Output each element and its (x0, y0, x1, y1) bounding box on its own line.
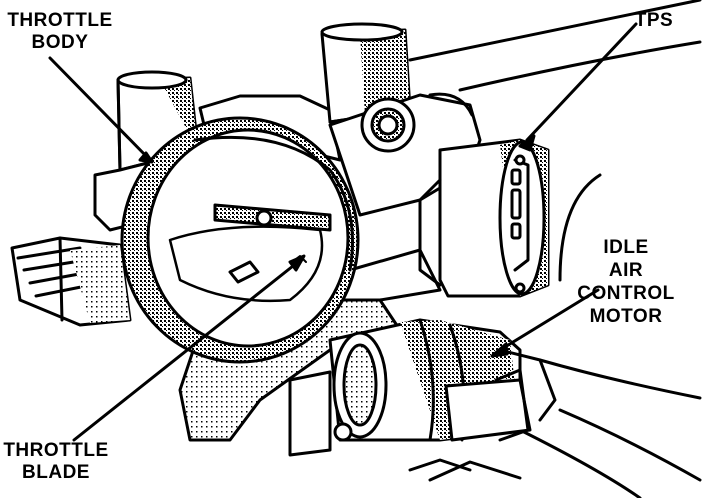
label-line: THROTTLE (3, 440, 109, 461)
label-line: CONTROL (577, 283, 675, 304)
background-hoses (408, 0, 702, 498)
label-throttle-blade: THROTTLE BLADE (0, 440, 112, 484)
label-idle-air-control-motor: IDLE AIR CONTROL MOTOR (556, 236, 696, 328)
label-line: TPS (634, 10, 674, 31)
throttle-blade-leader (72, 260, 300, 442)
iac-motor (288, 318, 557, 482)
label-line: IDLE (603, 237, 649, 258)
label-line: MOTOR (589, 306, 663, 327)
tps-sensor (418, 138, 550, 298)
label-throttle-body: THROTTLE BODY (4, 10, 116, 54)
tps-leader (525, 22, 638, 142)
leader-lines (48, 22, 638, 442)
label-tps: TPS (626, 10, 682, 32)
throttle-body-leader (48, 56, 152, 162)
label-line: AIR (608, 260, 644, 281)
label-line: BODY (31, 32, 89, 53)
label-line: THROTTLE (7, 10, 113, 31)
label-line: BLADE (22, 462, 90, 483)
throttle-bore (120, 116, 360, 364)
iac-leader (498, 288, 600, 352)
left-connector (10, 236, 132, 327)
